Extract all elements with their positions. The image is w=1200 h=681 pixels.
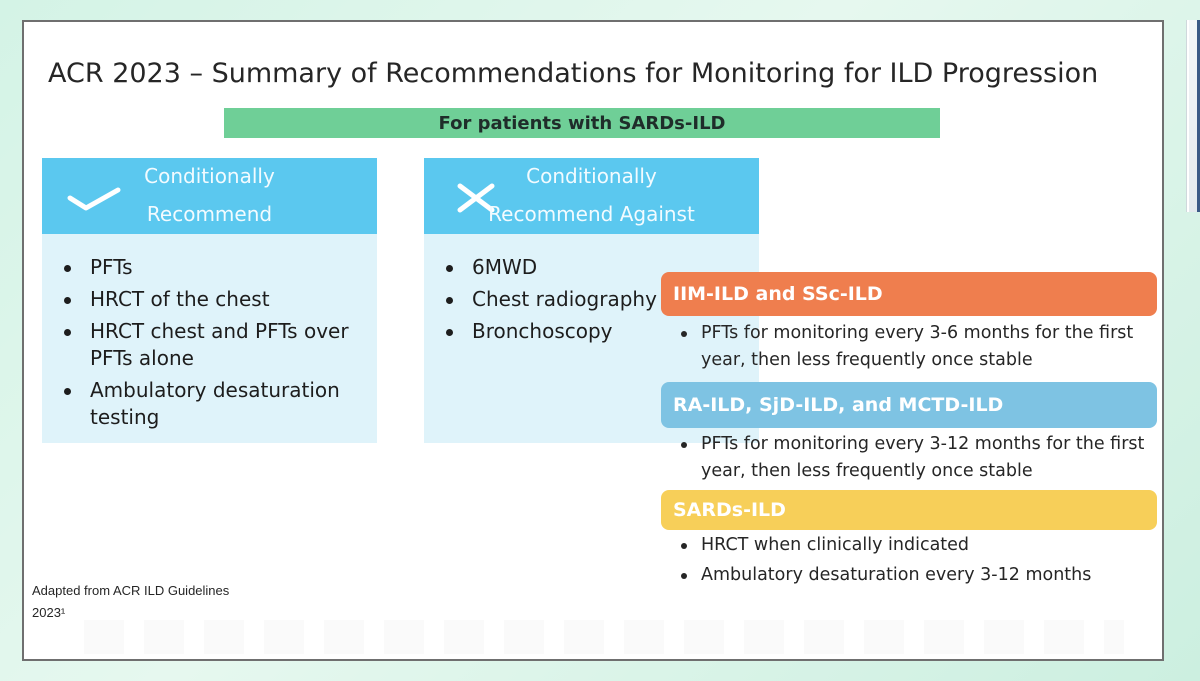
checkmark-icon [67, 187, 121, 211]
x-icon [457, 183, 495, 213]
list-item: Ambulatory desaturation testing [60, 377, 369, 431]
group-list-sards: HRCT when clinically indicated Ambulator… [679, 532, 1149, 592]
list-item: HRCT when clinically indicated [679, 532, 1149, 559]
group-label-sards: SARDs-ILD [661, 490, 1157, 530]
recommend-header: Conditionally Recommend [42, 158, 377, 234]
recommend-against-heading-line1: Conditionally [526, 164, 657, 188]
recommend-list: PFTs HRCT of the chest HRCT chest and PF… [60, 254, 369, 436]
source-footnote: Adapted from ACR ILD Guidelines 2023¹ [32, 580, 229, 624]
list-item: 6MWD [442, 254, 751, 281]
patients-banner: For patients with SARDs-ILD [224, 108, 940, 138]
side-panel-edge [1186, 20, 1200, 212]
group-label-ra-sjd-mctd: RA-ILD, SjD-ILD, and MCTD-ILD [661, 382, 1157, 428]
list-item: PFTs for monitoring every 3-12 months fo… [679, 431, 1149, 485]
recommend-column: Conditionally Recommend PFTs HRCT of the… [42, 158, 377, 443]
faded-background-text [84, 620, 1124, 654]
recommend-against-header: Conditionally Recommend Against [424, 158, 759, 234]
list-item: PFTs for monitoring every 3-6 months for… [679, 320, 1149, 374]
footnote-line1: Adapted from ACR ILD Guidelines [32, 583, 230, 598]
recommend-against-column: Conditionally Recommend Against 6MWD Che… [424, 158, 759, 443]
slide-title: ACR 2023 – Summary of Recommendations fo… [48, 58, 1099, 89]
group-label-iim-ssc: IIM-ILD and SSc-ILD [661, 272, 1157, 316]
list-item: HRCT of the chest [60, 286, 369, 313]
list-item: Ambulatory desaturation every 3-12 month… [679, 562, 1149, 589]
recommend-heading-line1: Conditionally [144, 164, 275, 188]
recommend-against-list: 6MWD Chest radiography Bronchoscopy [442, 254, 751, 350]
list-item: HRCT chest and PFTs over PFTs alone [60, 318, 369, 372]
footnote-line2: 2023¹ [32, 605, 66, 620]
list-item: PFTs [60, 254, 369, 281]
list-item: Chest radiography [442, 286, 751, 313]
slide: ACR 2023 – Summary of Recommendations fo… [22, 20, 1164, 661]
group-list-ra-sjd-mctd: PFTs for monitoring every 3-12 months fo… [679, 431, 1149, 488]
list-item: Bronchoscopy [442, 318, 751, 345]
recommend-heading-line2: Recommend [146, 202, 273, 226]
group-list-iim-ssc: PFTs for monitoring every 3-6 months for… [679, 320, 1149, 377]
recommend-against-heading-line2: Recommend Against [488, 202, 695, 226]
